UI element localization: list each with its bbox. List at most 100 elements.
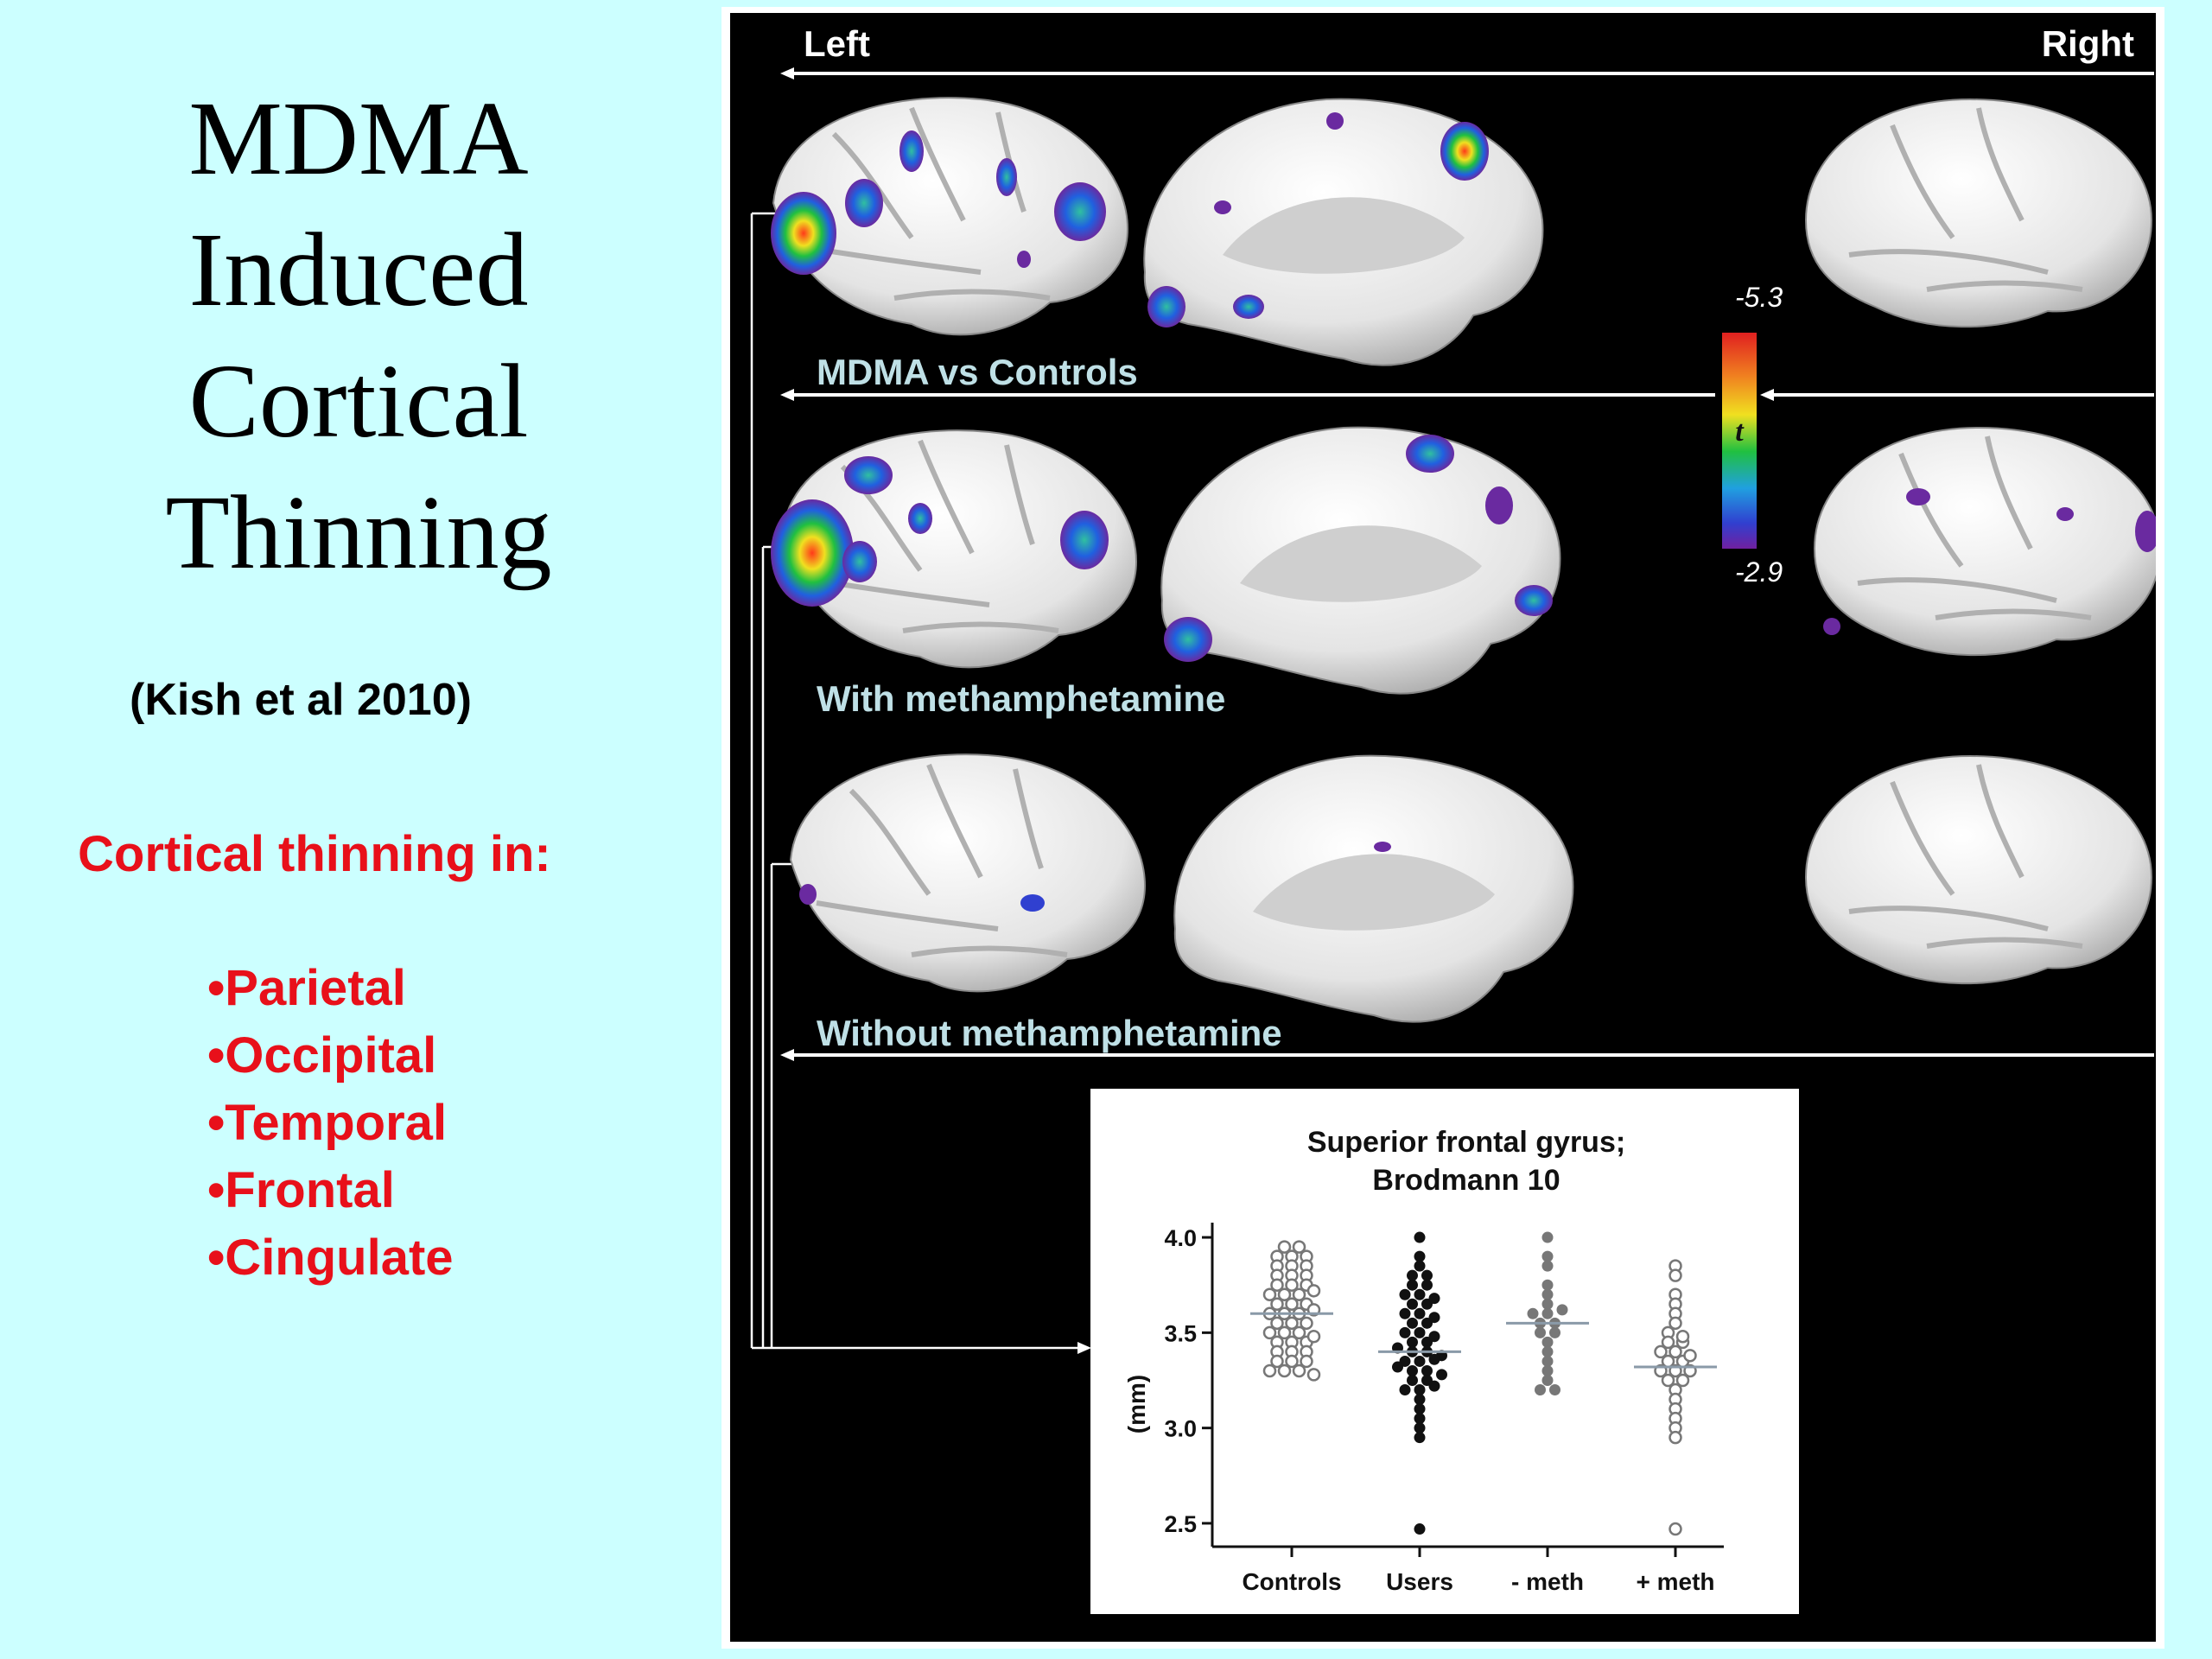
brain-left-lateral [771,429,1138,669]
data-point [1414,1250,1426,1262]
data-point [1414,1260,1426,1272]
y-tick-label: 3.0 [1164,1416,1197,1442]
region-item: •Frontal [207,1162,395,1218]
row-label-without-meth: Without methamphetamine [817,1013,1282,1053]
brain-figure: Left Right MDMA vs Controls With methamp… [730,13,2156,1642]
data-point [1399,1307,1411,1319]
y-tick-label: 2.5 [1164,1511,1197,1537]
data-point [1535,1384,1546,1396]
data-point [1262,1325,1277,1340]
x-tick-label: Users [1386,1568,1453,1595]
title-line: Induced [188,212,529,328]
data-point [1541,1364,1554,1376]
data-point [1675,1330,1690,1344]
left-label: Left [804,23,870,64]
data-point [1285,1297,1299,1312]
data-point [1414,1355,1426,1367]
data-point [1421,1269,1433,1281]
data-point [1669,1344,1682,1359]
data-point [1285,1354,1299,1369]
data-point [1675,1373,1690,1388]
y-axis-label: (mm) [1123,1375,1150,1433]
region-item: •Parietal [207,960,406,1016]
chart-title-line2: Brodmann 10 [1372,1164,1560,1197]
brain-left-lateral [789,753,1147,993]
data-point [1414,1403,1426,1415]
data-point [1306,1330,1321,1344]
data-point [1270,1316,1284,1331]
region-item: •Temporal [207,1095,448,1151]
data-point [1292,1287,1306,1301]
data-point [1414,1432,1426,1444]
row-separators [780,389,2154,1061]
data-point [1407,1336,1418,1348]
data-point [1414,1523,1426,1535]
brain-left-lateral [771,97,1129,336]
title-line: Thinning [165,474,552,591]
data-point [1428,1312,1440,1324]
data-point [1549,1384,1560,1396]
data-point [1277,1363,1292,1378]
data-point [1292,1325,1306,1340]
arrowhead [780,67,794,79]
data-point [1669,1522,1682,1536]
data-point [1661,1335,1675,1350]
data-point [1306,1368,1321,1382]
data-point [1669,1430,1682,1445]
data-point [1541,1355,1554,1367]
data-point [1541,1307,1554,1319]
data-point [1421,1364,1433,1376]
arrowhead [1077,1342,1091,1354]
data-point [1407,1279,1418,1291]
colorbar-gradient [1722,333,1757,549]
data-point [1527,1307,1539,1319]
colorbar-symbol: t [1735,416,1745,448]
data-point [1428,1353,1440,1365]
data-point [1399,1384,1411,1396]
data-point [1535,1326,1546,1338]
data-point [1683,1349,1697,1363]
data-point [1292,1240,1306,1254]
brain-medial [1143,98,1544,366]
region-item: •Cingulate [207,1230,454,1286]
citation: (Kish et al 2010) [130,675,472,725]
colorbar-min-label: -2.9 [1735,556,1783,588]
data-point [1407,1375,1418,1386]
data-point [1541,1298,1554,1310]
data-point [1407,1364,1418,1376]
region-item: •Occipital [207,1027,437,1084]
colorbar-max-label: -5.3 [1735,282,1783,313]
data-point [1541,1288,1554,1300]
row-label-with-meth: With methamphetamine [817,678,1225,719]
data-point [1669,1316,1682,1331]
data-point [1428,1331,1440,1343]
brain-right-lateral [1813,426,2156,657]
data-point [1414,1422,1426,1434]
data-point [1399,1326,1411,1338]
title-line: Cortical [188,343,529,460]
y-tick-label: 3.5 [1164,1320,1197,1346]
thinning-heading: Cortical thinning in: [78,826,551,882]
arrowhead [780,1049,794,1061]
data-point [1270,1354,1284,1369]
data-point [1277,1325,1292,1340]
arrowhead [780,389,794,401]
data-point [1428,1380,1440,1392]
data-point [1414,1231,1426,1243]
data-point [1541,1279,1554,1291]
brain-row-without-meth [789,753,2153,1023]
data-point [1541,1336,1554,1348]
data-point [1414,1384,1426,1396]
brain-row-mdma-vs-controls [771,97,2153,366]
data-point [1306,1284,1321,1298]
data-point [1285,1316,1299,1331]
data-point [1407,1269,1418,1281]
brain-right-lateral [1804,754,2153,985]
data-point [1541,1250,1554,1262]
data-point [1399,1288,1411,1300]
data-point [1300,1316,1313,1331]
y-tick-label: 4.0 [1164,1225,1197,1251]
data-point [1541,1260,1554,1272]
data-point [1277,1240,1292,1254]
